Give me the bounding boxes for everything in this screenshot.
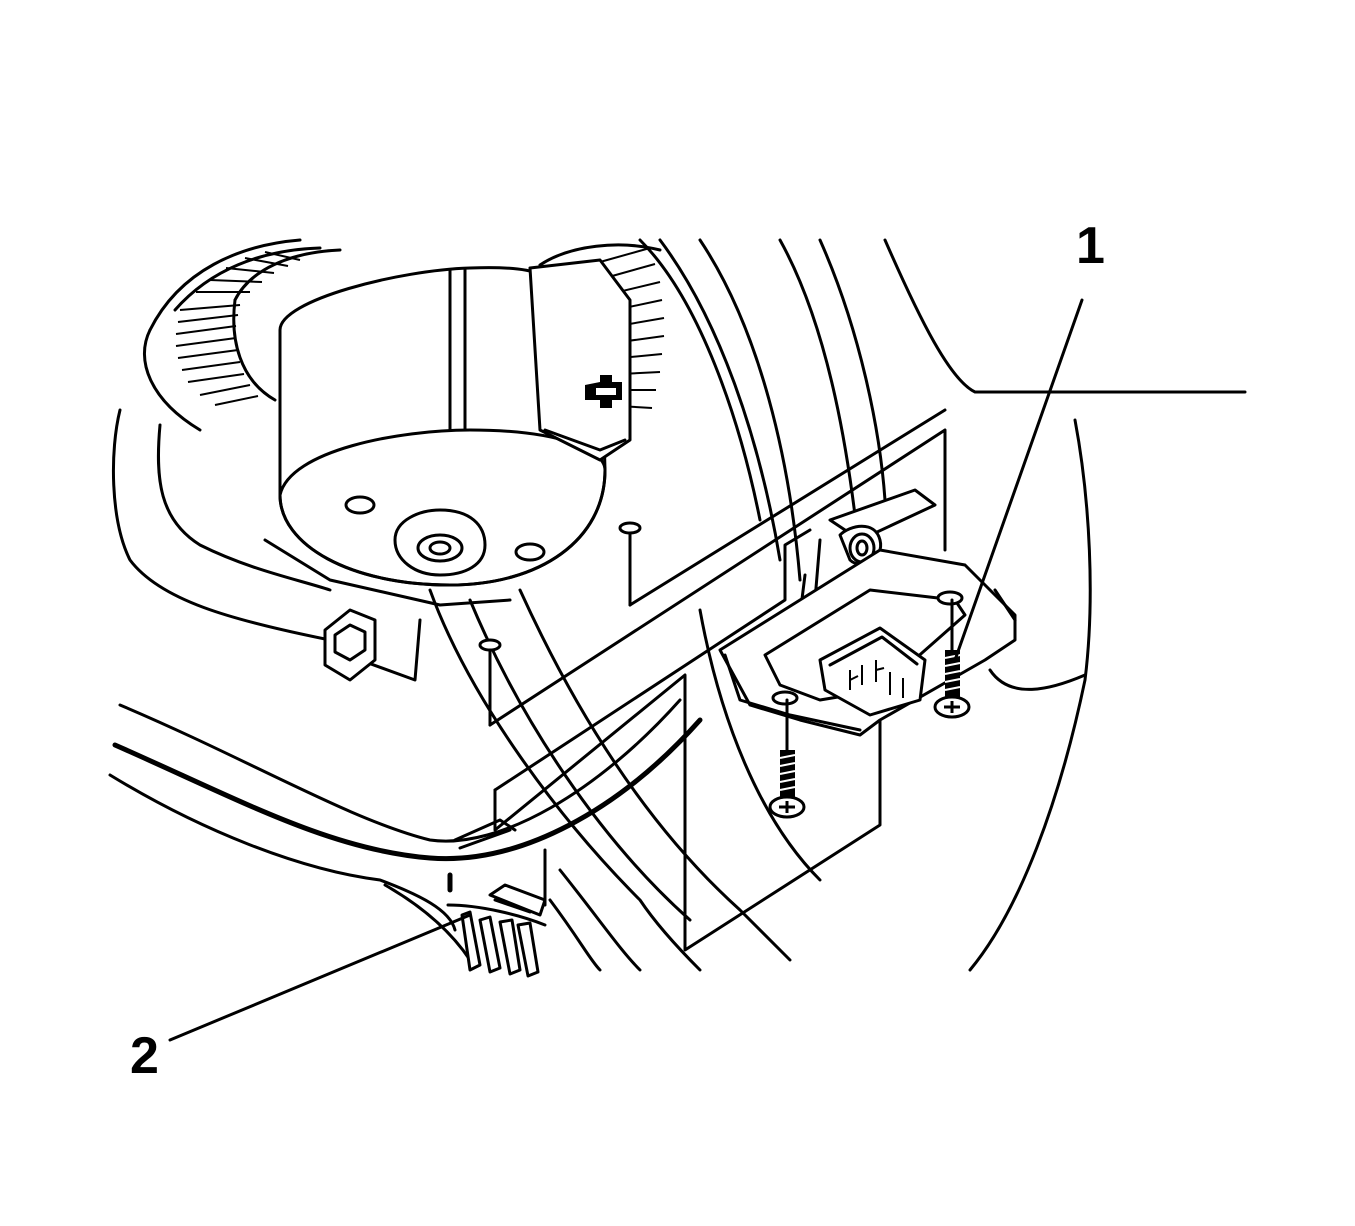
screw-left (768, 698, 806, 819)
callout-label-1: 1 (1076, 217, 1105, 275)
blower-housing (111, 238, 1247, 972)
fan-wheel (173, 243, 665, 409)
callout-label-2: 2 (130, 1027, 159, 1085)
harness-and-duct (108, 698, 703, 978)
leader-line-1 (953, 298, 1084, 662)
blower-motor (263, 258, 632, 682)
leader-line-2 (168, 913, 472, 1042)
blower-resistor (718, 488, 1017, 737)
screw-right (933, 598, 971, 719)
